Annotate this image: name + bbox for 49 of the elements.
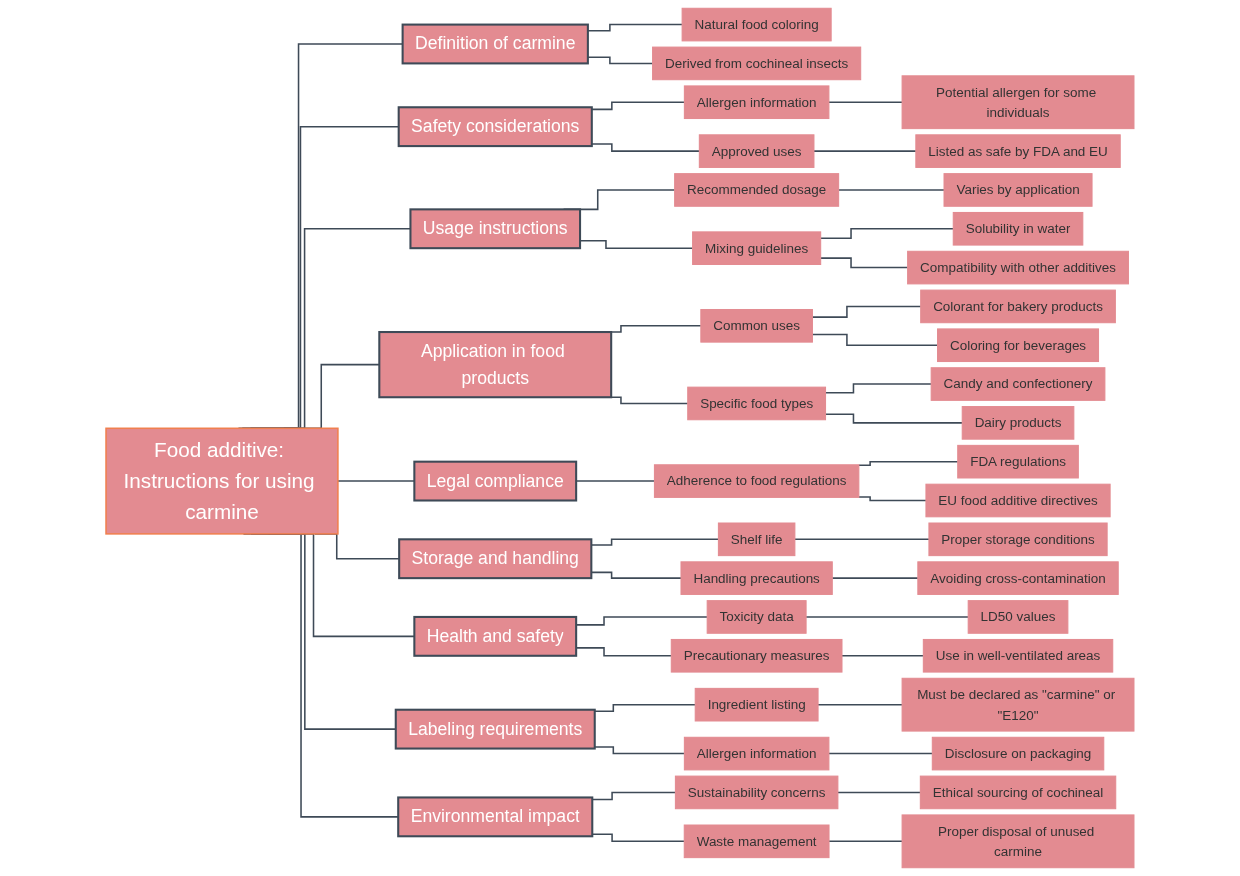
node-box: Disclosure on packaging bbox=[931, 736, 1105, 771]
node-box: Coloring for beverages bbox=[937, 328, 1100, 363]
node-box: Natural food coloring bbox=[681, 7, 832, 42]
node-box: Compatibility with other additives bbox=[907, 250, 1129, 285]
node-box: Usage instructions bbox=[409, 208, 582, 250]
node-box: Precautionary measures bbox=[670, 638, 843, 673]
node-box: Adherence to food regulations bbox=[653, 464, 860, 498]
node-box: Common uses bbox=[700, 309, 813, 343]
node-box: Allergen information bbox=[683, 736, 830, 771]
node-box: Toxicity data bbox=[706, 600, 807, 634]
node-box: Derived from cochineal insects bbox=[652, 46, 862, 81]
node-box: Storage and handling bbox=[398, 538, 593, 580]
node-box: Solubility in water bbox=[952, 211, 1084, 246]
node-box: Labeling requirements bbox=[394, 708, 596, 750]
node-box: Approved uses bbox=[698, 134, 815, 168]
node-box: Environmental impact bbox=[397, 796, 594, 838]
node-box: FDA regulations bbox=[957, 444, 1079, 479]
node-box: Food additive: Instructions for using carmine bbox=[105, 427, 339, 535]
node-box: Health and safety bbox=[413, 615, 578, 657]
node-box: Use in well-ventilated areas bbox=[922, 638, 1114, 673]
node-box: Shelf life bbox=[717, 522, 796, 557]
connector bbox=[828, 101, 903, 103]
node-box: Colorant for bakery products bbox=[920, 289, 1116, 324]
node-box: Definition of carmine bbox=[401, 23, 589, 65]
node-box: Dairy products bbox=[961, 406, 1075, 440]
node-box: Potential allergen for some individuals bbox=[901, 75, 1135, 130]
node-box: Listed as safe by FDA and EU bbox=[915, 134, 1121, 168]
connector bbox=[587, 23, 683, 32]
node-box: Recommended dosage bbox=[674, 173, 840, 207]
node-box: Must be declared as "carmine" or "E120" bbox=[901, 677, 1135, 732]
node-box: Proper disposal of unused carmine bbox=[901, 814, 1135, 869]
node-box: Candy and confectionery bbox=[930, 367, 1106, 401]
connector bbox=[593, 703, 696, 713]
node-box: Varies by application bbox=[943, 173, 1093, 207]
node-box: Handling precautions bbox=[680, 561, 833, 595]
node-box: Waste management bbox=[683, 824, 830, 859]
node-box: Proper storage conditions bbox=[928, 522, 1108, 557]
node-box: Sustainability concerns bbox=[674, 775, 839, 810]
node-box: Avoiding cross-contamination bbox=[917, 561, 1119, 595]
node-box: Ethical sourcing of cochineal bbox=[919, 775, 1117, 810]
node-box: Allergen information bbox=[683, 85, 830, 120]
node-box: Ingredient listing bbox=[694, 687, 819, 722]
node-box: Mixing guidelines bbox=[692, 231, 822, 265]
node-box: LD50 values bbox=[967, 600, 1069, 634]
node-box: Specific food types bbox=[687, 386, 827, 421]
node-box: EU food additive directives bbox=[925, 483, 1111, 518]
node-box: Safety considerations bbox=[397, 106, 593, 148]
node-box: Application in food products bbox=[378, 331, 613, 399]
node-box: Legal compliance bbox=[413, 460, 578, 502]
